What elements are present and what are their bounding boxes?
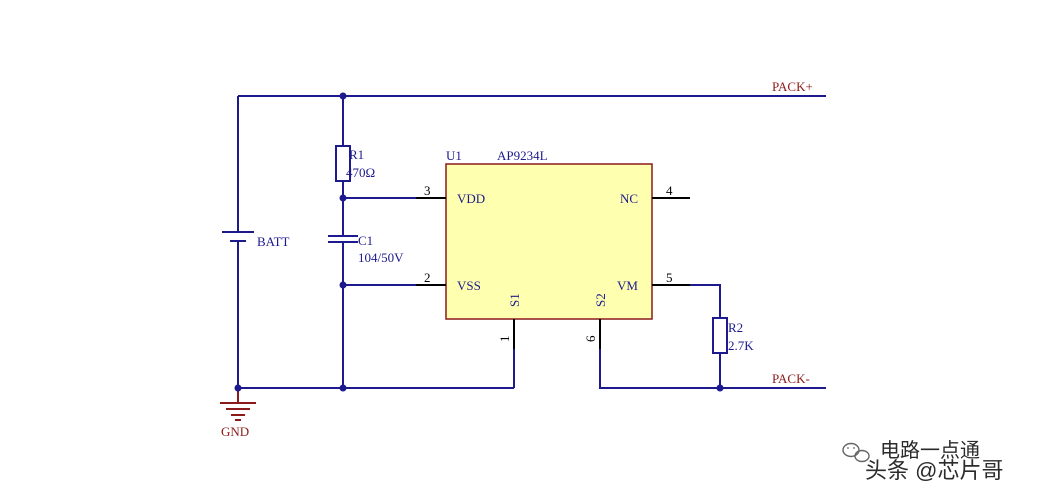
junction-dot [716, 384, 724, 392]
pin-number-s1: 1 [497, 336, 512, 343]
r1-ref: R1 [349, 147, 364, 162]
junction-dot [339, 92, 347, 100]
gnd-symbol [220, 388, 256, 421]
pin-name-vss: VSS [457, 278, 481, 293]
watermark-line1-text: 电路一点通 [880, 439, 980, 462]
watermark-line2-text: 头条 @芯片哥 [865, 458, 1003, 483]
junction-dot [339, 384, 347, 392]
pin-name-s2: S2 [593, 293, 608, 307]
c1-capacitor [328, 235, 358, 243]
r2-resistor [712, 317, 728, 354]
vm-net [690, 284, 721, 318]
pin-number-vm: 5 [666, 270, 673, 285]
watermark: 电路一点通 电路一点通 头条 @芯片哥 头条 @芯片哥 [842, 439, 1006, 486]
battery-label: BATT [257, 234, 290, 249]
pin-name-nc: NC [620, 191, 638, 206]
net-label-gnd: GND [221, 424, 249, 439]
watermark-line1: 电路一点通 [881, 440, 981, 463]
pin-name-vm: VM [617, 278, 638, 293]
r1-resistor [335, 145, 351, 182]
r2-value: 2.7K [728, 338, 754, 353]
r2-ref: R2 [728, 320, 743, 335]
battery-symbol [222, 231, 254, 242]
pin-number-vdd: 3 [424, 183, 431, 198]
watermark-line2: 头条 @芯片哥 [866, 459, 1004, 484]
pin-name-vdd: VDD [457, 191, 485, 206]
c1-ref: C1 [358, 233, 373, 248]
pin-number-vss: 2 [424, 270, 431, 285]
wechat-icon [842, 442, 870, 463]
junction-dot [234, 384, 242, 392]
junctions [234, 92, 724, 392]
chip-pins [416, 197, 690, 349]
c1-value: 104/50V [358, 250, 404, 265]
chip-part: AP9234L [497, 148, 548, 163]
net-label-pack-plus: PACK+ [772, 79, 813, 94]
chip-body [445, 163, 653, 320]
wires [237, 95, 826, 389]
s2-net [599, 349, 826, 389]
pin-number-nc: 4 [666, 183, 673, 198]
junction-dot [339, 281, 347, 289]
net-label-pack-minus: PACK- [772, 371, 810, 386]
r1-value: 470Ω [346, 165, 375, 180]
pin-name-s1: S1 [507, 293, 522, 307]
pin-number-s2: 6 [583, 335, 598, 342]
junction-dot [339, 194, 347, 202]
chip-ref: U1 [446, 148, 462, 163]
